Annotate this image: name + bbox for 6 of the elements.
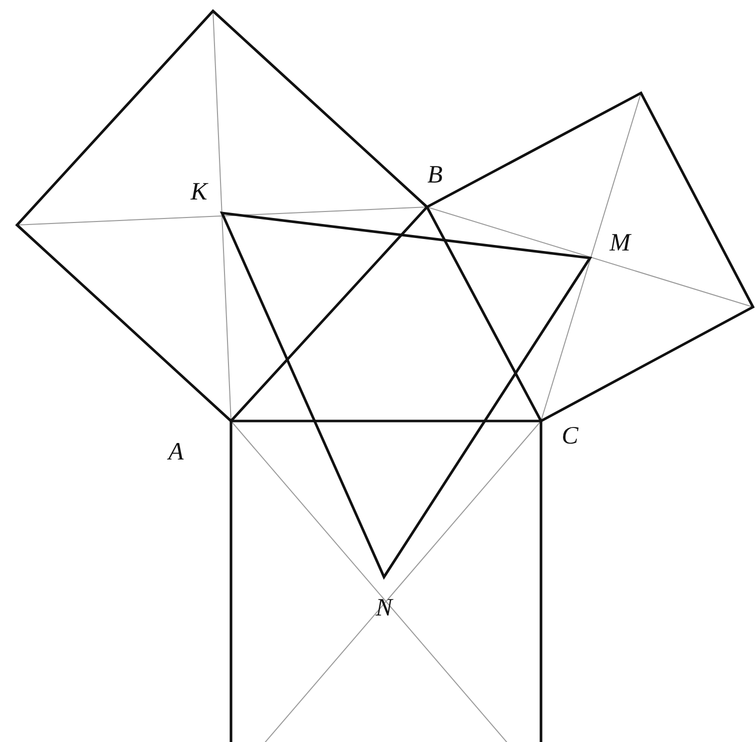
point-label: A [168, 440, 184, 464]
point-label: B [427, 162, 443, 188]
point-label: K [190, 180, 208, 204]
point-label: C [562, 424, 578, 448]
point-label: N [376, 596, 392, 620]
point-label: M [610, 230, 630, 256]
